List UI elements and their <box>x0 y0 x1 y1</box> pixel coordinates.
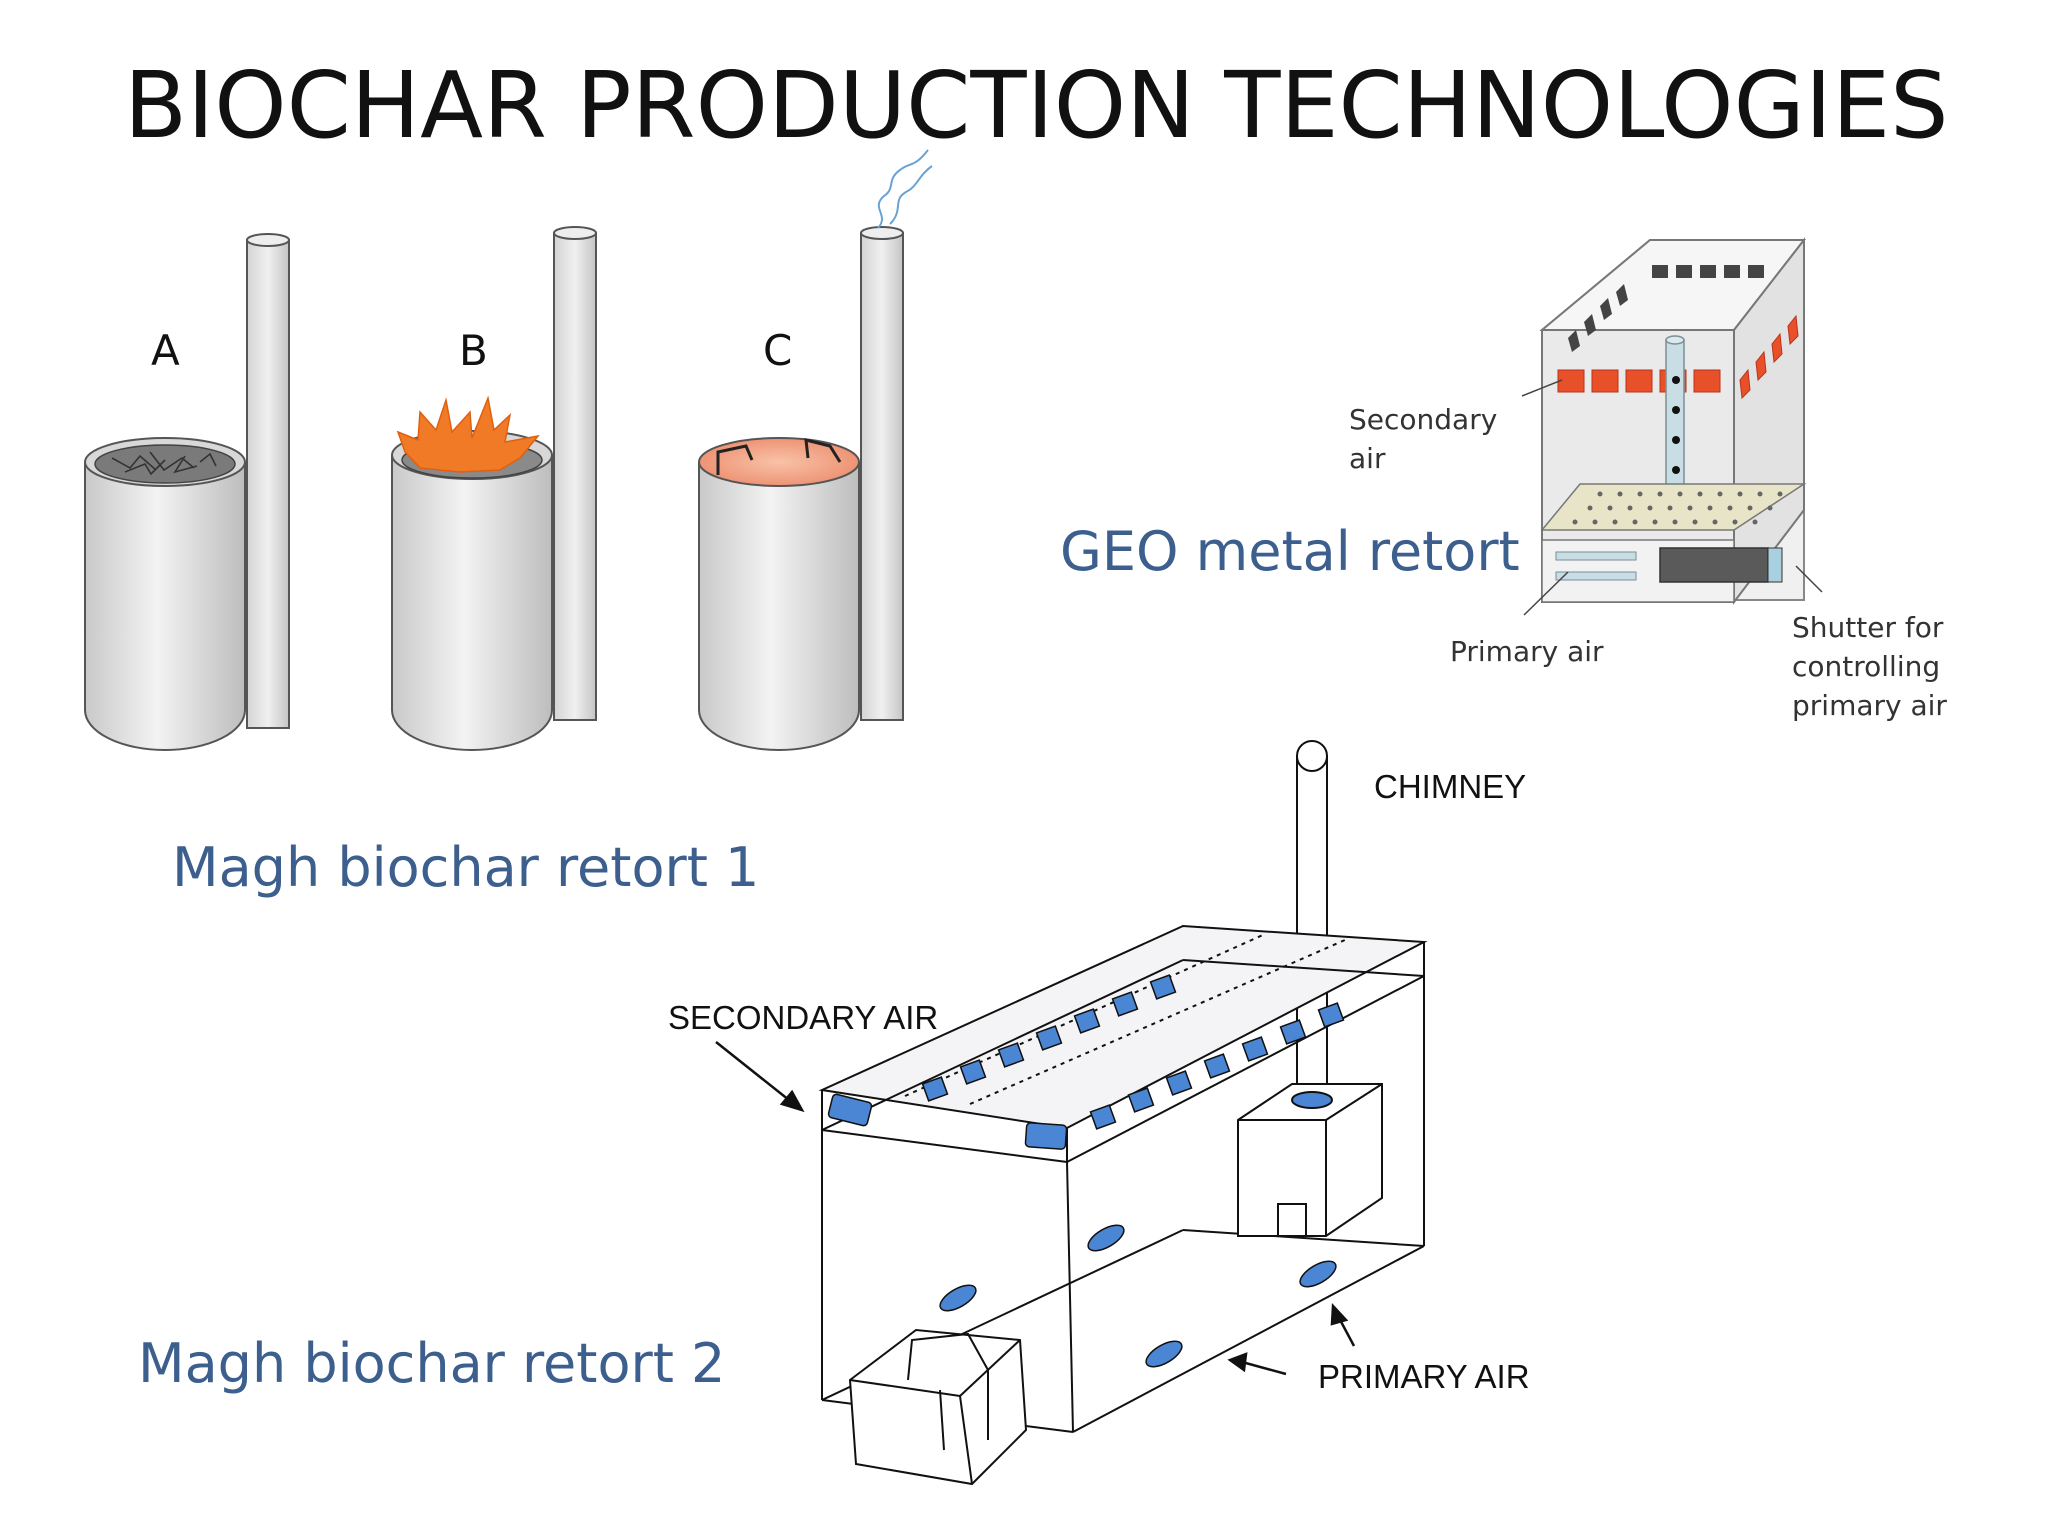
caption-geo-retort: GEO metal retort <box>1060 520 1520 583</box>
retort-a-drum <box>84 462 246 751</box>
caption-retort-2: Magh biochar retort 2 <box>138 1332 726 1395</box>
retort-a-biomass <box>94 444 236 484</box>
geo-secondary-vents <box>1557 314 1799 400</box>
primary-air-label: PRIMARY AIR <box>1318 1358 1530 1395</box>
geo-secondary-air-line1: Secondary <box>1349 403 1498 436</box>
vent <box>1024 1122 1068 1150</box>
retort2-primary-vents <box>939 1224 1337 1368</box>
geo-shutter-label: Shutter for controlling primary air <box>1792 608 1947 725</box>
retort-c <box>698 149 933 751</box>
slide-title: BIOCHAR PRODUCTION TECHNOLOGIES <box>124 52 1949 159</box>
geo-retort <box>1521 237 1823 616</box>
retort2-hopper <box>848 1328 1028 1486</box>
chimney-label: CHIMNEY <box>1374 768 1527 805</box>
geo-secondary-air-label: Secondary air <box>1349 400 1497 478</box>
secondary-air-label: SECONDARY AIR <box>668 999 939 1036</box>
retort-b-flames <box>396 395 540 473</box>
retort-c-smoke <box>877 149 933 229</box>
vent <box>827 1093 873 1127</box>
retort2-chimney <box>1296 755 1328 1095</box>
stage-label-b: B <box>459 326 488 375</box>
retort-c-chimney <box>860 232 904 721</box>
stage-label-c: C <box>763 326 793 375</box>
retort-b <box>391 226 597 751</box>
retort-c-drum <box>698 462 860 751</box>
geo-shutter-line2: controlling <box>1792 650 1941 683</box>
retort2-arrows <box>715 1041 1356 1376</box>
geo-shutter-line3: primary air <box>1792 689 1947 722</box>
geo-shutter <box>1659 547 1769 583</box>
retort-c-glow <box>698 437 860 487</box>
retort-a <box>84 233 290 751</box>
retort-a-chimney <box>246 239 290 729</box>
retort-b-drum <box>391 455 553 751</box>
geo-secondary-air-line2: air <box>1349 442 1386 475</box>
retort2-secondary-vents <box>827 974 1345 1150</box>
geo-primary-air-label: Primary air <box>1450 635 1604 668</box>
stage-label-a: A <box>151 326 180 375</box>
retort-b-chimney <box>553 232 597 721</box>
caption-retort-1: Magh biochar retort 1 <box>172 836 760 899</box>
geo-shutter-line1: Shutter for <box>1792 611 1944 644</box>
